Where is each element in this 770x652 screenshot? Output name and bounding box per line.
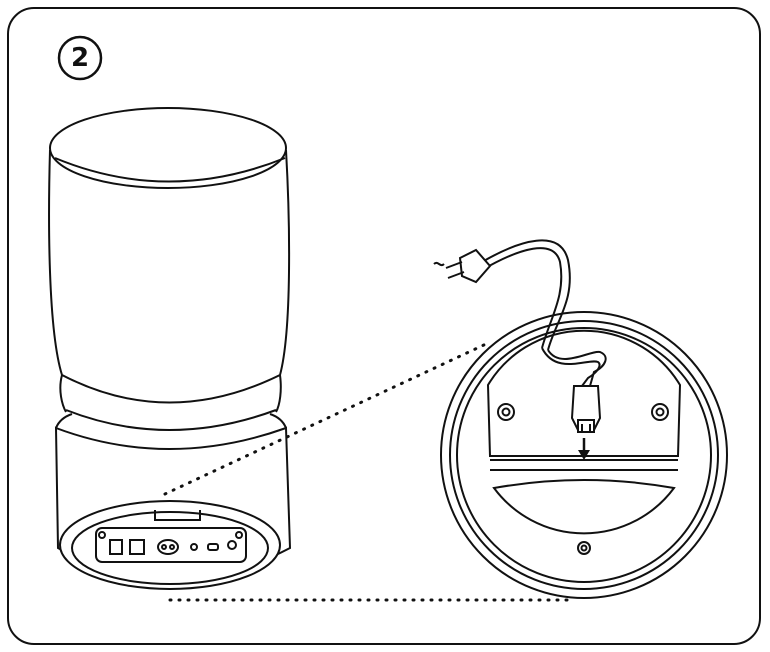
speaker bbox=[49, 108, 290, 589]
rear-port-panel bbox=[96, 528, 246, 562]
step-number: 2 bbox=[62, 40, 98, 76]
power-plug bbox=[446, 250, 490, 282]
power-connector bbox=[572, 386, 600, 432]
